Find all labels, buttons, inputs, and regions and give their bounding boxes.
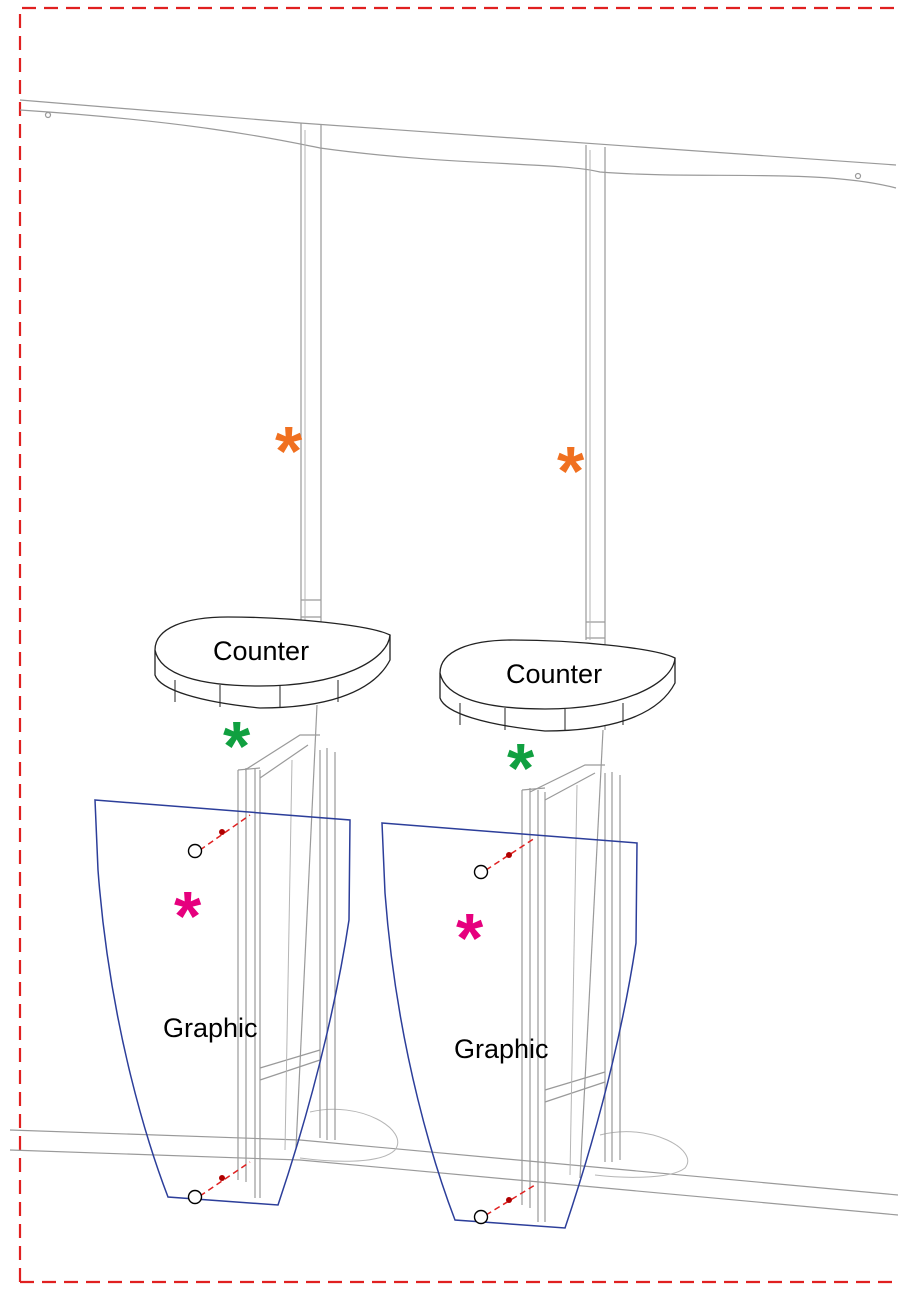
floor-base: [9, 1108, 898, 1216]
counter-left: Counter: [154, 616, 391, 709]
magenta-marker-right: *: [456, 899, 484, 977]
stand-frame-right: [521, 729, 621, 1222]
graphic-panel-right: Graphic: [381, 822, 638, 1229]
graphic-left-label: Graphic: [163, 1013, 258, 1043]
upright-pole-right: [585, 145, 606, 730]
pin-head-left-bottom: [219, 1175, 225, 1181]
green-marker-right: *: [507, 729, 535, 807]
orange-marker-left: *: [275, 412, 303, 490]
pin-left-bottom: [187, 1189, 203, 1205]
dashed-border: [18, 6, 898, 1284]
pin-head-right-top: [506, 852, 512, 858]
header-rail: [19, 99, 897, 189]
graphic-panel-left: Graphic: [94, 799, 351, 1206]
counter-right: Counter: [439, 639, 676, 732]
pin-head-right-bottom: [506, 1197, 512, 1203]
pin-head-left-top: [219, 829, 225, 835]
stand-frame-left: [237, 704, 336, 1198]
pin-right-top: [473, 864, 489, 880]
counter-left-label: Counter: [213, 636, 309, 666]
green-marker-left: *: [223, 707, 251, 785]
pin-right-bottom: [473, 1209, 489, 1225]
orange-marker-right: *: [557, 432, 585, 510]
counter-right-label: Counter: [506, 659, 602, 689]
pin-left-top: [187, 843, 203, 859]
upright-pole-left: [300, 123, 322, 700]
magenta-marker-left: *: [174, 877, 202, 955]
fastener-pins: [187, 814, 536, 1225]
graphic-right-label: Graphic: [454, 1034, 549, 1064]
